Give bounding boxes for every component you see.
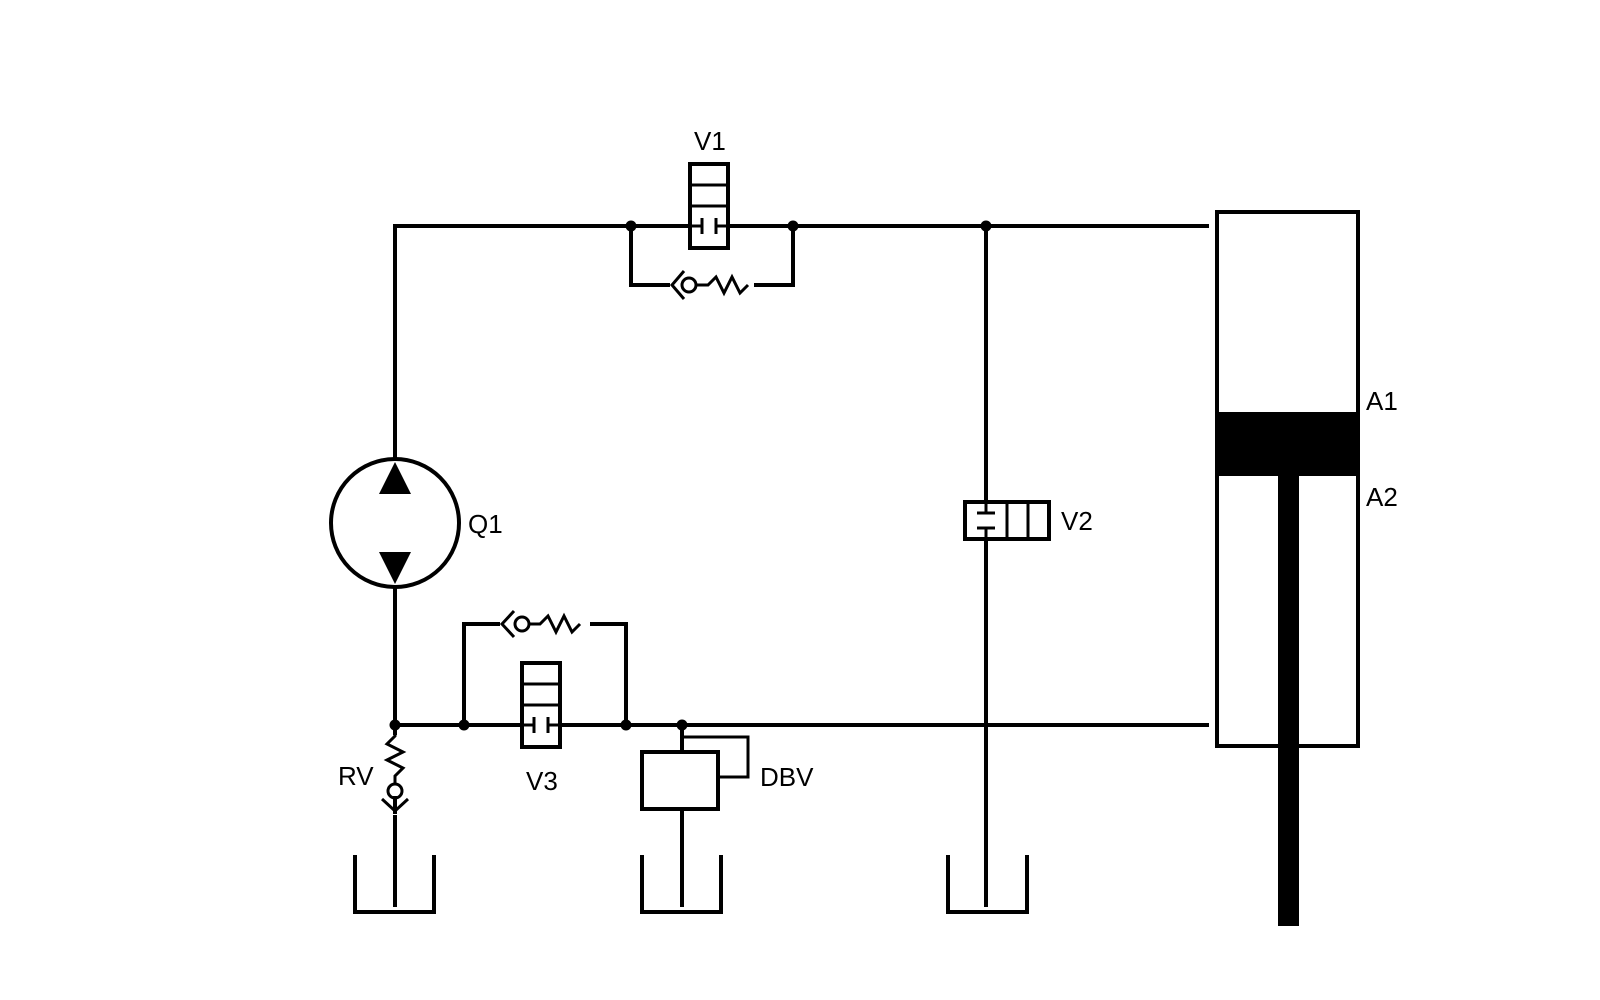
tank-icon [946,855,1029,914]
v1-label: V1 [694,126,726,156]
valve-v3: V3 [520,661,562,796]
spring-icon [529,612,582,636]
cylinder-piston [1219,412,1356,476]
dbv-body [640,750,720,811]
pump-q1: Q1 [329,457,503,589]
spring-icon [696,273,750,297]
valve-v2: V2 [963,500,1093,541]
tank-icon [640,855,723,914]
check-seat-icon [670,270,686,300]
junction-dot [458,719,470,731]
pressure-relief-valve-dbv: DBV [640,723,814,907]
tank-icon [353,855,436,914]
pilot-line [682,735,750,779]
junction-dot [787,220,799,232]
rv-label: RV [338,761,374,791]
top-supply-line [393,224,1209,468]
hydraulic-cylinder: A1 A2 [1215,210,1398,926]
junction-dot [980,220,992,232]
dbv-label: DBV [760,762,814,792]
v3-label: V3 [526,766,558,796]
junction-dots [389,220,992,731]
junction-dot [620,719,632,731]
area-a2-label: A2 [1366,482,1398,512]
tanks [353,855,1029,914]
v1-check-valve [670,270,754,300]
pump-arrow-up-icon [379,462,411,494]
pipelines [393,224,1209,907]
area-a1-label: A1 [1366,386,1398,416]
check-valve-rv: RV [338,728,410,815]
bottom-return-line [393,582,1209,727]
pump-circle [329,457,461,589]
piston-rod [1278,474,1299,926]
junction-dot [625,220,637,232]
check-seat-icon [499,609,516,639]
v3-check-valve [499,609,590,640]
pump-arrow-down-icon [379,552,411,584]
valve-v1: V1 [688,126,730,250]
v2-label: V2 [1061,506,1093,536]
spring-icon [383,728,407,784]
pump-label: Q1 [468,509,503,539]
junction-dot [389,719,401,731]
